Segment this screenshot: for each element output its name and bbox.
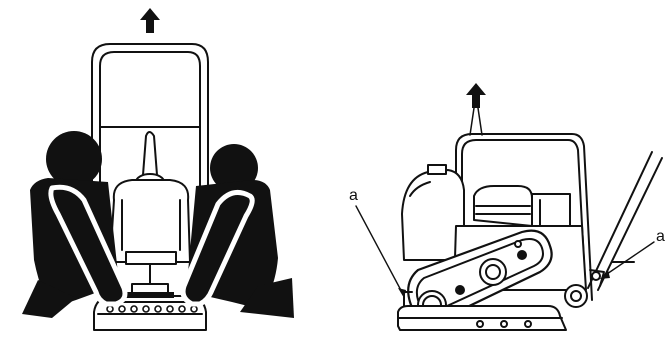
front-view-panel xyxy=(22,8,294,330)
pulley-mid xyxy=(480,259,506,285)
air-filter xyxy=(532,194,570,230)
engine-base xyxy=(126,252,176,264)
label-plate xyxy=(126,292,174,298)
callout-right-leader xyxy=(604,242,654,276)
lift-up-arrow-icon-front xyxy=(140,8,160,33)
guard-bolt-2 xyxy=(517,250,527,260)
callout-label-right: a xyxy=(656,229,665,245)
callout-left-leader xyxy=(356,206,404,296)
lifting-rope xyxy=(470,108,482,135)
guard-bolt-3 xyxy=(515,241,521,247)
lifting-point-right xyxy=(565,285,587,307)
handle-pivot-bolt xyxy=(592,272,600,280)
machine-top-stub xyxy=(143,132,157,175)
guide-handle xyxy=(588,152,662,290)
fuel-cap xyxy=(428,165,446,174)
guard-bolt-1 xyxy=(455,285,465,295)
callout-label-left: a xyxy=(349,188,358,204)
lift-up-arrow-icon-side xyxy=(466,83,486,108)
side-view-panel xyxy=(356,83,662,330)
